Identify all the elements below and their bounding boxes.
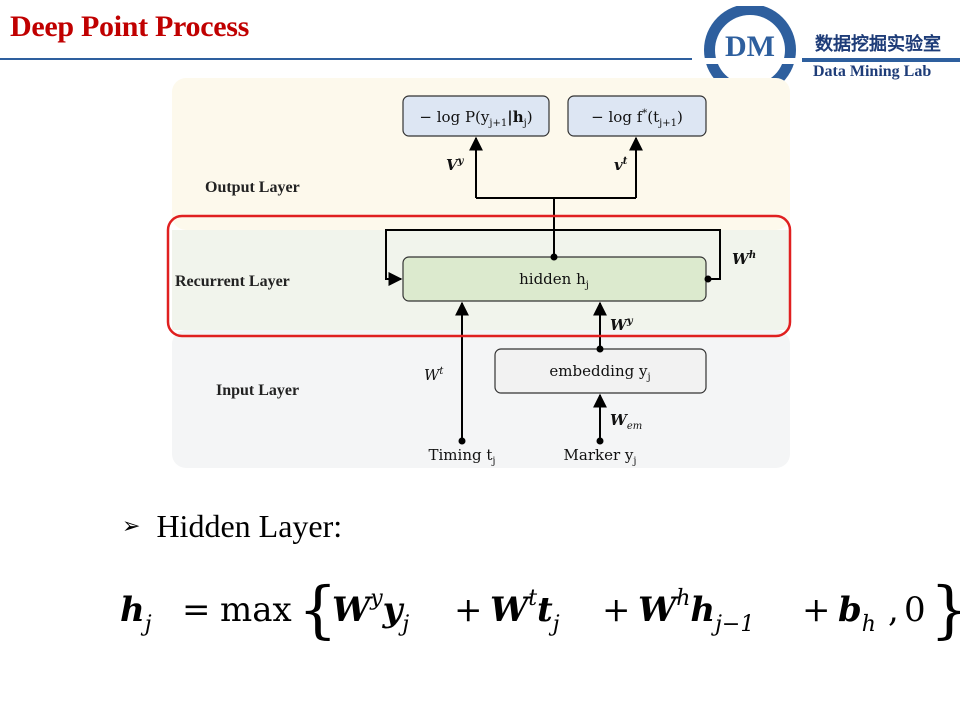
bullet-arrow-icon: ➢: [122, 514, 141, 539]
recurrent-loop-left: [385, 229, 554, 286]
eq-term2: Wttj: [490, 586, 560, 637]
title-underline: [0, 58, 960, 60]
marker-dot: [596, 437, 604, 445]
eq-max: max: [220, 590, 292, 630]
hidden-top-dot: [550, 253, 558, 261]
weight-wt-label: Wt: [424, 366, 444, 384]
logo-chinese-name: 数据挖掘实验室: [815, 34, 941, 55]
timing-dot: [458, 437, 466, 445]
hidden-layer-equation: hj = max { Wyyj + Wttj + Whhj−1 + bh , 0…: [120, 573, 960, 646]
eq-lhs: hj: [120, 590, 152, 637]
eq-comma: ,: [888, 590, 899, 630]
bullet-text: Hidden Layer:: [156, 508, 343, 544]
hidden-node-label: hidden hj: [519, 270, 589, 291]
hidden-right-dot: [704, 275, 712, 283]
recurrent-loop-right: [554, 229, 721, 280]
slide-title: Deep Point Process: [10, 10, 249, 43]
eq-equals: =: [182, 590, 211, 630]
recurrent-layer-label: Recurrent Layer: [175, 273, 290, 290]
weight-wy-label: Wy: [610, 316, 634, 334]
eq-left-brace: {: [298, 573, 337, 646]
eq-right-brace: }: [930, 573, 960, 646]
output-marker-label: − log P(yj+1|hj): [419, 108, 532, 129]
output-layer-label: Output Layer: [205, 179, 300, 196]
eq-plus-1: +: [454, 590, 483, 630]
logo-english-name: Data Mining Lab: [813, 63, 932, 80]
eq-zero: 0: [904, 590, 926, 630]
eq-term4: bh: [838, 590, 876, 637]
recurrent-layer-highlight: [166, 214, 792, 338]
logo-mark: DM: [725, 30, 775, 63]
hidden-layer-bullet: ➢ Hidden Layer:: [122, 508, 342, 545]
weight-wh-label: Wh: [732, 250, 756, 268]
output-marker-node: [402, 95, 550, 137]
eq-term1: Wyyj: [332, 586, 409, 637]
eq-term3: Whhj−1: [638, 586, 754, 637]
timing-input-label: Timing tj: [429, 446, 496, 467]
marker-input-label: Marker yj: [564, 446, 637, 467]
output-time-label: − log f*(tj+1): [591, 108, 683, 129]
weight-vt-label: vt: [614, 156, 628, 174]
lab-logo: DM: [692, 6, 960, 96]
logo-line: [802, 58, 960, 62]
eq-plus-3: +: [802, 590, 831, 630]
embedding-node-label: embedding yj: [549, 362, 650, 383]
output-time-node: [567, 95, 707, 137]
input-layer-label: Input Layer: [216, 382, 299, 399]
logo-inner: [715, 15, 785, 85]
weight-vy-label: Vy: [446, 156, 465, 174]
embedding-top-dot: [596, 345, 604, 353]
logo-band: [692, 58, 812, 64]
weight-wem-label: Wem: [610, 411, 642, 432]
eq-plus-2: +: [602, 590, 631, 630]
